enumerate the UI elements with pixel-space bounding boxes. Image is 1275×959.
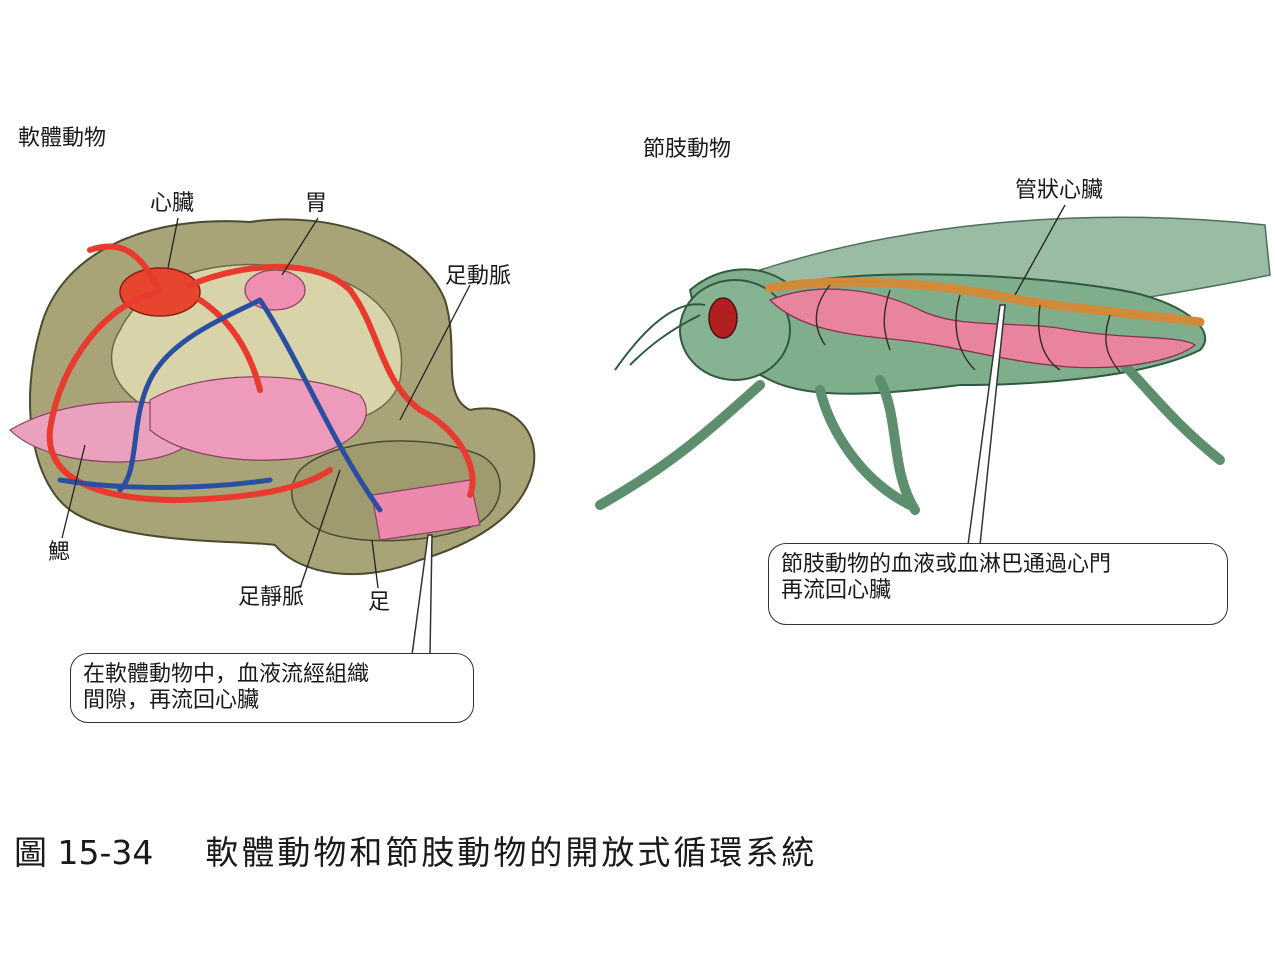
insect-ostia <box>815 284 1121 373</box>
insect-eye <box>708 297 738 339</box>
label-foot: 足 <box>368 590 391 615</box>
arthropod-callout-pointer <box>967 304 1006 546</box>
mollusc-illustration <box>9 217 536 656</box>
mollusc-heading: 軟體動物 <box>18 126 107 151</box>
figure-number: 圖 15-34 <box>14 833 154 872</box>
mollusc-veins <box>57 297 383 513</box>
arthropod-illustration <box>595 204 1271 546</box>
label-tubular-heart: 管狀心臟 <box>1015 178 1104 203</box>
mollusc-foot-muscle <box>371 479 481 541</box>
label-stomach: 胃 <box>305 191 328 216</box>
mollusc-callout-line1: 在軟體動物中，血液流經組織 <box>83 662 370 687</box>
insect-antennae <box>614 303 706 371</box>
label-pedal-artery: 足動脈 <box>445 264 512 289</box>
label-pedal-vein: 足靜脈 <box>238 585 305 610</box>
arthropod-callout-line2: 再流回心臟 <box>781 578 892 603</box>
insect-gut <box>768 288 1197 369</box>
insect-legs <box>595 345 1225 515</box>
figure-title: 軟體動物和節肢動物的開放式循環系統 <box>205 833 818 872</box>
label-heart: 心臟 <box>150 191 195 216</box>
mollusc-callout-line2: 間隙，再流回心臟 <box>83 688 260 713</box>
arthropod-heading: 節肢動物 <box>643 137 732 162</box>
mollusc-arteries <box>46 243 476 504</box>
figure-caption: 圖 15-34 軟體動物和節肢動物的開放式循環系統 <box>14 826 817 874</box>
mollusc-callout-pointer <box>411 534 433 656</box>
insect-tubular-heart <box>765 277 1205 327</box>
arthropod-callout-line1: 節肢動物的血液或血淋巴通過心門 <box>781 552 1112 577</box>
label-gill: 鰓 <box>48 540 71 565</box>
mollusc-callout: 在軟體動物中，血液流經組織 間隙，再流回心臟 <box>70 653 474 723</box>
arthropod-leader-lines <box>1014 204 1066 296</box>
arthropod-callout: 節肢動物的血液或血淋巴通過心門 再流回心臟 <box>768 543 1228 625</box>
mollusc-leader-lines <box>61 217 471 589</box>
